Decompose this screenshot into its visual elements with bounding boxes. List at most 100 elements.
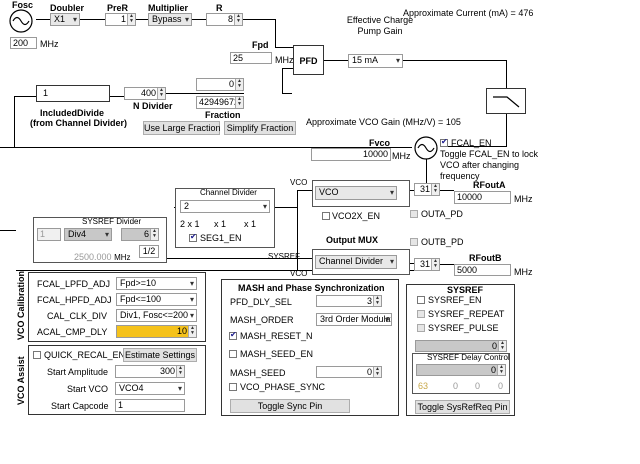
fcal-hpfd-value: Fpd<=100 — [120, 294, 162, 304]
prer-spinner[interactable]: ▲▼ — [127, 14, 135, 25]
start-amplitude-value: 300 — [159, 366, 175, 376]
current-text: Approximate Current (mA) = — [403, 8, 516, 18]
sysref-divider-in-input[interactable]: 1 — [37, 228, 61, 241]
cal-clk-div-select[interactable]: Div1, Fosc<=200 — [116, 309, 197, 322]
rfouta-power-spinner[interactable]: ▲▼ — [431, 184, 439, 195]
channel-divider-x1: 2 x 1 — [180, 219, 200, 229]
mash-seed-spinner[interactable]: ▲▼ — [373, 367, 381, 377]
sysref-divider-select[interactable]: Div4 — [64, 228, 112, 241]
doubler-select[interactable]: X1 — [50, 13, 80, 26]
outb-pd-checkbox[interactable] — [410, 238, 418, 246]
acal-cmp-dly-spinner[interactable]: ▲▼ — [188, 326, 196, 337]
vco2x-en-checkbox[interactable] — [322, 212, 330, 220]
acal-cmp-dly-input[interactable]: 10▲▼ — [116, 325, 197, 338]
multiplier-select[interactable]: Bypass — [148, 13, 192, 26]
use-large-fraction-button[interactable]: Use Large Fraction — [143, 121, 221, 135]
fcal-hint: Toggle FCAL_EN to lock VCO after changin… — [440, 149, 539, 181]
sysref-delay-spinner[interactable]: ▲▼ — [497, 365, 505, 375]
pfd-dly-sel-spinner[interactable]: ▲▼ — [373, 296, 381, 306]
rfoutb-label: RFoutB — [469, 253, 502, 263]
n-divider-spinner[interactable]: ▲▼ — [157, 88, 165, 99]
channel-divider-select[interactable]: 2 — [180, 200, 270, 213]
n-divider-input[interactable]: 400▲▼ — [124, 87, 166, 100]
start-capcode-input[interactable]: 1 — [115, 399, 185, 412]
output-mux-select[interactable]: Channel Divider — [315, 255, 397, 269]
vco-oscillator-icon — [413, 135, 439, 161]
r-input[interactable]: 8▲▼ — [206, 13, 243, 26]
included-divide-box: 1 — [36, 85, 110, 102]
fraction-num-input[interactable]: 0▲▼ — [196, 78, 244, 91]
vco-gain-label: Approximate VCO Gain (MHz/V) = 105 — [306, 117, 461, 127]
start-amplitude-input[interactable]: 300▲▼ — [115, 365, 185, 378]
fosc-input[interactable]: 200 — [10, 37, 37, 49]
mash-seed-en-label: MASH_SEED_EN — [240, 349, 314, 359]
rfouta-power-value: 31 — [419, 184, 430, 194]
vco-assist-panel: QUICK_RECAL_EN Estimate Settings Start A… — [28, 345, 206, 415]
sysref-repeat-label: SYSREF_REPEAT — [428, 309, 505, 319]
fcal-lpfd-value: Fpd>=10 — [120, 278, 157, 288]
fcal-en-checkbox[interactable] — [440, 137, 448, 147]
sysref-value-input[interactable]: 0▲▼ — [415, 340, 507, 352]
mash-reset-checkbox[interactable] — [229, 330, 237, 340]
mash-seed-input[interactable]: 0▲▼ — [316, 366, 382, 378]
simplify-fraction-button[interactable]: Simplify Fraction — [224, 121, 296, 135]
pfd-dly-sel-value: 3 — [366, 296, 372, 306]
output-mux-label: Output MUX — [326, 235, 378, 245]
mux-a-select[interactable]: VCO — [315, 186, 397, 200]
quick-recal-label: QUICK_RECAL_EN — [44, 350, 126, 360]
sysref-divider-val-input[interactable]: 6▲▼ — [121, 228, 159, 241]
mash-title: MASH and Phase Synchronization — [238, 283, 385, 293]
fcal-hpfd-select[interactable]: Fpd<=100 — [116, 293, 197, 306]
sysref-delay-input[interactable]: 0▲▼ — [416, 364, 506, 376]
fpd-unit: MHz — [275, 55, 294, 65]
sysref-value-spinner[interactable]: ▲▼ — [498, 341, 506, 351]
toggle-sysrefreq-button[interactable]: Toggle SysRefReq Pin — [415, 400, 510, 414]
mash-seed-en-checkbox[interactable] — [229, 350, 237, 358]
r-label: R — [216, 3, 223, 13]
pfd-dly-sel-input[interactable]: 3▲▼ — [316, 295, 382, 307]
start-vco-value: VCO4 — [119, 383, 144, 393]
fraction-den-spinner[interactable]: ▲▼ — [235, 97, 243, 108]
mash-order-select[interactable]: 3rd Order Modulator — [316, 313, 392, 326]
prer-input[interactable]: 1▲▼ — [105, 13, 136, 26]
seg1-en-checkbox[interactable] — [189, 232, 197, 242]
charge-pump-title: Effective Charge Pump Gain — [346, 15, 414, 36]
vco-line-label-2: VCO — [290, 269, 308, 278]
sysref-pulse-checkbox[interactable] — [417, 324, 425, 332]
mux-b-box: Channel Divider — [312, 249, 410, 275]
sysref-en-checkbox[interactable] — [417, 296, 425, 304]
toggle-sync-pin-button[interactable]: Toggle Sync Pin — [230, 399, 350, 413]
multiplier-label: Multiplier — [148, 3, 188, 13]
vco-phase-sync-checkbox[interactable] — [229, 383, 237, 391]
start-amplitude-spinner[interactable]: ▲▼ — [176, 366, 184, 377]
rfoutb-unit: MHz — [514, 267, 533, 277]
channel-divider-x3: x 1 — [244, 219, 257, 229]
r-spinner[interactable]: ▲▼ — [234, 14, 242, 25]
estimate-settings-button[interactable]: Estimate Settings — [123, 348, 197, 362]
seg1-en-label: SEG1_EN — [200, 233, 242, 243]
vco-assist-title: VCO Assist — [16, 356, 26, 405]
charge-pump-select[interactable]: 15 mA — [348, 54, 403, 68]
fraction-den-input[interactable]: 4294967295▲▼ — [196, 96, 244, 109]
output-mux-value: Channel Divider — [319, 256, 384, 266]
fvco-output: 10000 — [311, 148, 391, 161]
outa-pd-checkbox[interactable] — [410, 210, 418, 218]
fcal-lpfd-select[interactable]: Fpd>=10 — [116, 277, 197, 290]
sysref-title: SYSREF — [447, 285, 484, 295]
sysref-repeat-checkbox[interactable] — [417, 310, 425, 318]
rfoutb-power-spinner[interactable]: ▲▼ — [431, 259, 439, 270]
fraction-num-spinner[interactable]: ▲▼ — [235, 79, 243, 90]
quick-recal-checkbox[interactable] — [33, 351, 41, 359]
fvco-unit: MHz — [392, 151, 411, 161]
vco-gain-text: Approximate VCO Gain (MHz/V) = — [306, 117, 444, 127]
start-vco-select[interactable]: VCO4 — [115, 382, 185, 395]
rfouta-power-input[interactable]: 31▲▼ — [414, 183, 440, 196]
mash-order-value: 3rd Order Modulator — [320, 314, 391, 324]
mash-panel: MASH and Phase Synchronization PFD_DLY_S… — [221, 279, 399, 416]
fosc-unit: MHz — [40, 39, 59, 49]
outb-pd-label: OUTB_PD — [421, 237, 464, 247]
sysref-delay-value: 0 — [490, 365, 496, 375]
rfoutb-power-input[interactable]: 31▲▼ — [414, 258, 440, 271]
sysref-divider-spinner[interactable]: ▲▼ — [150, 229, 158, 240]
mash-reset-label: MASH_RESET_N — [240, 331, 313, 341]
